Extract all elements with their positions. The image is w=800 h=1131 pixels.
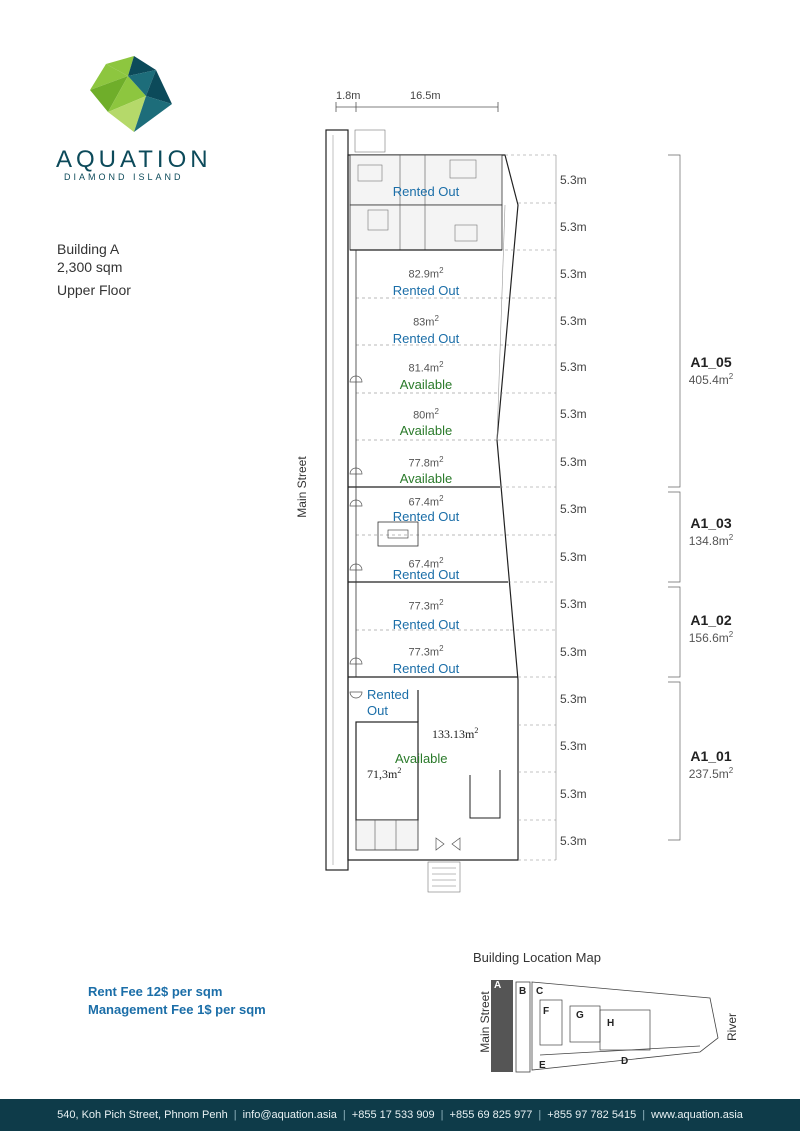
row-dim: 5.3m <box>560 173 587 187</box>
bottom-status-rented: Rented <box>367 687 409 702</box>
bottom-area-large: 133.13m2 <box>432 726 479 741</box>
bottom-status-available: Available <box>395 751 448 766</box>
row-dim: 5.3m <box>560 502 587 516</box>
unit-a1-02-name: A1_02 <box>690 612 732 628</box>
unit-a1-02-area: 156.6m2 <box>688 630 734 645</box>
row-status: Rented Out <box>392 283 460 298</box>
row-area: 81.4m2 <box>408 360 444 375</box>
map-label-d: D <box>621 1056 629 1067</box>
footer-website[interactable]: www.aquation.asia <box>651 1109 743 1121</box>
location-map <box>491 980 719 1073</box>
row-dim: 5.3m <box>560 314 587 328</box>
map-label-a: A <box>494 980 502 991</box>
map-label-h: H <box>607 1018 615 1029</box>
row-area: 67.4m2 <box>408 494 444 509</box>
rent-fee: Rent Fee 12$ per sqm <box>88 984 223 999</box>
footer-separator: | <box>440 1109 444 1121</box>
bottom-status-out: Out <box>367 703 388 718</box>
row-status: Rented Out <box>392 617 460 632</box>
row-area: 77.3m2 <box>408 598 444 613</box>
floor-label: Upper Floor <box>57 282 131 298</box>
unit-a1-03-area: 134.8m2 <box>688 533 734 548</box>
row-area: 67.4m2 <box>408 556 444 571</box>
unit-a1-01-area: 237.5m2 <box>688 766 734 781</box>
row-status: Rented Out <box>392 331 460 346</box>
row-dim: 5.3m <box>560 550 587 564</box>
footer-phone-3[interactable]: +855 97 782 5415 <box>547 1109 637 1121</box>
row-area: 82.9m2 <box>408 266 444 281</box>
row-status: Available <box>399 423 453 438</box>
footer-phone-2[interactable]: +855 69 825 977 <box>449 1109 533 1121</box>
row-dim: 5.3m <box>560 739 587 753</box>
bottom-area-small: 71,3m2 <box>367 766 402 781</box>
location-map-title: Building Location Map <box>473 950 601 965</box>
footer-email[interactable]: info@aquation.asia <box>242 1109 337 1121</box>
fees: Rent Fee 12$ per sqm Management Fee 1$ p… <box>88 983 266 1019</box>
row-area: 80m2 <box>413 407 439 422</box>
building-info: Building A 2,300 sqm <box>57 240 122 276</box>
map-label-g: G <box>576 1010 584 1021</box>
aquation-logo-icon <box>90 56 172 132</box>
unit-a1-05-name: A1_05 <box>690 354 732 370</box>
row-status: Rented Out <box>392 661 460 676</box>
row-dim: 5.3m <box>560 834 587 848</box>
map-label-e: E <box>539 1060 546 1071</box>
row-dim: 5.3m <box>560 267 587 281</box>
building-name: Building A <box>57 241 120 257</box>
row-area: 77.3m2 <box>408 644 444 659</box>
row-status: Rented Out <box>392 509 460 524</box>
row-dim: 5.3m <box>560 597 587 611</box>
row-dim: 5.3m <box>560 407 587 421</box>
row-status: Available <box>399 471 453 486</box>
row-dim: 5.3m <box>560 455 587 469</box>
row-dim: 5.3m <box>560 645 587 659</box>
row-dim: 5.3m <box>560 360 587 374</box>
dim-left: 1.8m <box>336 90 361 102</box>
dim-right: 16.5m <box>410 90 441 102</box>
row-dim: 5.3m <box>560 787 587 801</box>
row-status: Available <box>399 377 453 392</box>
footer-phone-1[interactable]: +855 17 533 909 <box>351 1109 435 1121</box>
unit-a1-05-area: 405.4m2 <box>688 372 734 387</box>
map-label-b: B <box>519 986 527 997</box>
row-status: Rented Out <box>392 567 460 582</box>
row-area: 83m2 <box>413 314 439 329</box>
row-area: 77.8m2 <box>408 455 444 470</box>
row-dim: 5.3m <box>560 692 587 706</box>
row-status: Rented Out <box>392 184 460 199</box>
row-dim: 5.3m <box>560 220 587 234</box>
brand-subtitle: DIAMOND ISLAND <box>64 172 184 182</box>
management-fee: Management Fee 1$ per sqm <box>88 1002 266 1017</box>
map-label-f: F <box>543 1006 550 1017</box>
map-river-label: River <box>725 1013 739 1042</box>
unit-a1-03-name: A1_03 <box>690 515 732 531</box>
building-size: 2,300 sqm <box>57 259 123 275</box>
footer-address: 540, Koh Pich Street, Phnom Penh <box>57 1109 228 1121</box>
footer-bar: 540, Koh Pich Street, Phnom Penh | info@… <box>0 1099 800 1131</box>
footer-separator: | <box>642 1109 646 1121</box>
footer-separator: | <box>538 1109 542 1121</box>
footer-separator: | <box>342 1109 346 1121</box>
unit-a1-01-name: A1_01 <box>690 748 732 764</box>
map-street-label: Main Street <box>478 991 492 1053</box>
brand-name: AQUATION <box>56 146 212 173</box>
map-label-c: C <box>536 986 544 997</box>
footer-separator: | <box>233 1109 237 1121</box>
